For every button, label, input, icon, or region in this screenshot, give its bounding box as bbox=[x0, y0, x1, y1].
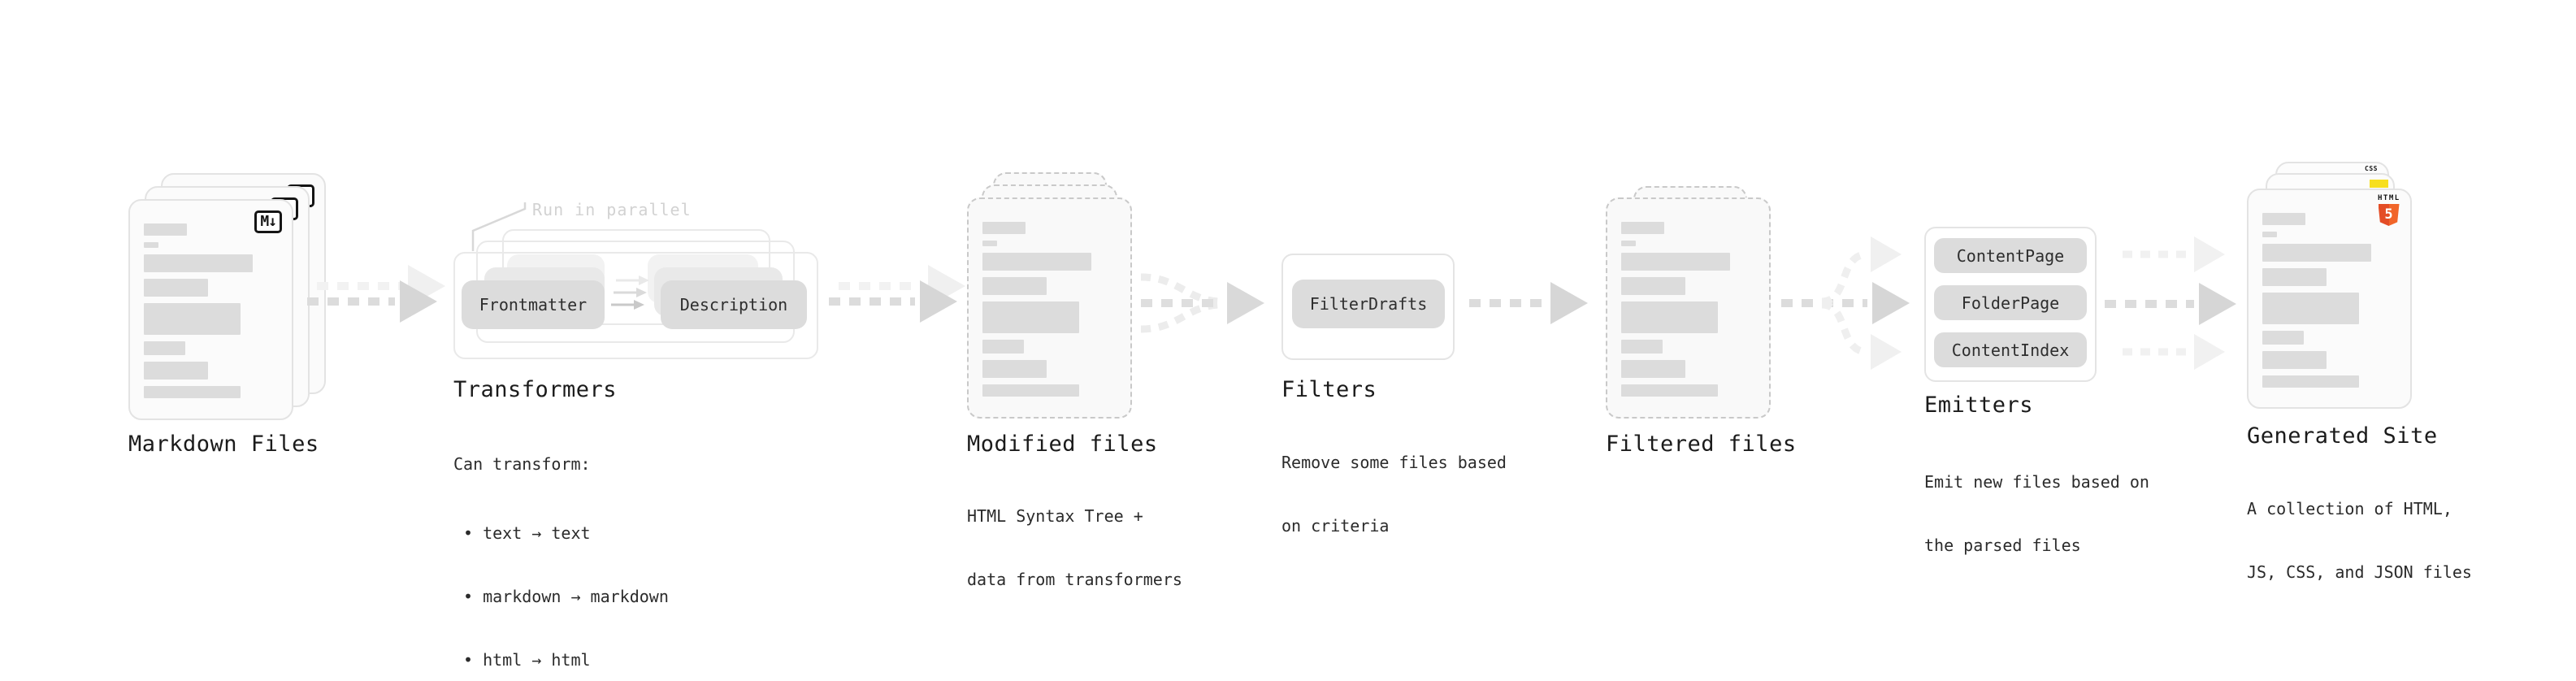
note-line: Emit new files based on bbox=[1924, 472, 2149, 492]
html5-icon: HTML 5 bbox=[2378, 195, 2400, 226]
html5-icon-shield: 5 bbox=[2378, 204, 2400, 226]
css-icon-text: CSS bbox=[2365, 165, 2378, 172]
note-item: • html → html bbox=[463, 650, 591, 670]
note-item: • text → text bbox=[463, 523, 591, 543]
arrow-filtered-to-emitters bbox=[1781, 236, 1910, 370]
contentindex-pill: ContentIndex bbox=[1934, 332, 2087, 367]
note-item: • markdown → markdown bbox=[463, 587, 669, 606]
js-icon bbox=[2370, 180, 2388, 188]
html5-icon-word: HTML bbox=[2378, 194, 2400, 202]
note-line: on criteria bbox=[1281, 516, 1390, 536]
document-placeholder-lines bbox=[144, 223, 278, 405]
filtered-files-label: Filtered files bbox=[1606, 432, 1797, 457]
emitters-note: Emit new files based on the parsed files bbox=[1924, 429, 2149, 598]
note-line: A collection of HTML, bbox=[2247, 499, 2452, 518]
modified-file-card-front bbox=[967, 197, 1132, 419]
document-placeholder-lines bbox=[2262, 213, 2396, 394]
html-file-card: HTML 5 bbox=[2247, 189, 2412, 409]
arrow-filters-to-filtered bbox=[1469, 282, 1588, 324]
filters-label: Filters bbox=[1281, 377, 1377, 402]
generated-site-label: Generated Site bbox=[2247, 423, 2438, 449]
run-in-parallel-callout: Run in parallel bbox=[532, 200, 692, 219]
modified-files-note: HTML Syntax Tree + data from transformer… bbox=[967, 463, 1182, 632]
modified-files-label: Modified files bbox=[967, 432, 1158, 457]
filters-note: Remove some files based on criteria bbox=[1281, 410, 1507, 579]
transformers-note: Can transform: • text → text • markdown … bbox=[453, 411, 669, 681]
document-placeholder-lines bbox=[1621, 222, 1755, 403]
generated-site-note: A collection of HTML, JS, CSS, and JSON … bbox=[2247, 456, 2472, 625]
note-line: the parsed files bbox=[1924, 536, 2081, 555]
folderpage-pill: FolderPage bbox=[1934, 285, 2087, 320]
markdown-files-label: Markdown Files bbox=[128, 432, 319, 457]
frontmatter-pill: Frontmatter bbox=[462, 280, 605, 329]
transformers-label: Transformers bbox=[453, 377, 618, 402]
filterdrafts-pill: FilterDrafts bbox=[1292, 280, 1445, 328]
arrow-emitters-to-site bbox=[2105, 236, 2236, 370]
note-line: data from transformers bbox=[967, 570, 1182, 589]
note-line: Remove some files based bbox=[1281, 453, 1507, 472]
note-line: HTML Syntax Tree + bbox=[967, 506, 1143, 526]
filtered-file-card-front bbox=[1606, 197, 1771, 419]
arrow-transformers-to-modified bbox=[829, 265, 965, 323]
contentpage-pill: ContentPage bbox=[1934, 238, 2087, 273]
transformer-box-front bbox=[453, 252, 818, 359]
arrow-markdown-to-transformers bbox=[307, 265, 445, 323]
note-line: JS, CSS, and JSON files bbox=[2247, 562, 2472, 582]
emitters-label: Emitters bbox=[1924, 393, 2034, 418]
description-pill: Description bbox=[661, 280, 807, 329]
arrow-modified-to-filters bbox=[1140, 273, 1264, 333]
document-placeholder-lines bbox=[982, 222, 1117, 403]
markdown-icon: M↓ bbox=[254, 210, 282, 233]
markdown-file-card-front: M↓ bbox=[128, 199, 293, 420]
note-heading: Can transform: bbox=[453, 454, 591, 474]
